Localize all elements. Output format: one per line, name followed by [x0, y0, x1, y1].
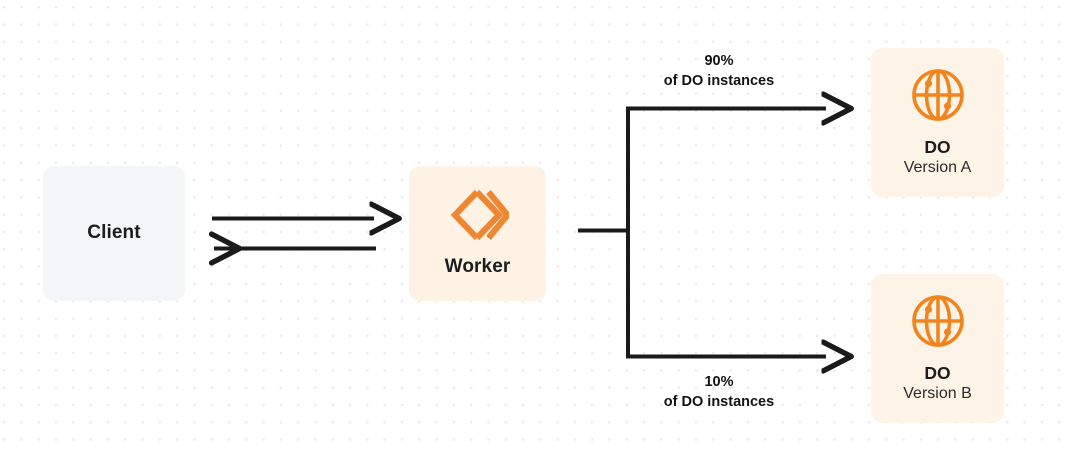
edge-label-do-b-description: of DO instances: [663, 393, 775, 410]
edge-label-do-a: 90% of DO instances: [594, 52, 844, 91]
node-client-label: Client: [87, 222, 141, 244]
node-do-b-subtitle: Version B: [903, 385, 972, 403]
node-client[interactable]: Client: [43, 166, 185, 301]
node-worker-label: Worker: [444, 256, 511, 278]
node-do-a-title: DO: [924, 136, 951, 157]
edge-label-do-a-percent: 90%: [704, 53, 734, 69]
cloudflare-workers-icon: [447, 189, 512, 241]
edge-label-do-b: 10% of DO instances: [594, 373, 844, 412]
edge-worker-to-do-a: [626, 109, 826, 233]
node-do-version-b[interactable]: DO Version B: [871, 274, 1004, 423]
node-do-version-a[interactable]: DO Version A: [871, 48, 1004, 197]
edge-label-do-a-description: of DO instances: [663, 72, 775, 89]
node-worker[interactable]: Worker: [409, 166, 546, 301]
globe-icon: [910, 67, 966, 123]
globe-icon: [910, 293, 966, 349]
node-do-b-title: DO: [924, 362, 951, 383]
edge-label-do-b-percent: 10%: [704, 374, 734, 390]
edge-worker-to-do-b: [626, 228, 826, 357]
node-do-a-subtitle: Version A: [903, 159, 972, 177]
